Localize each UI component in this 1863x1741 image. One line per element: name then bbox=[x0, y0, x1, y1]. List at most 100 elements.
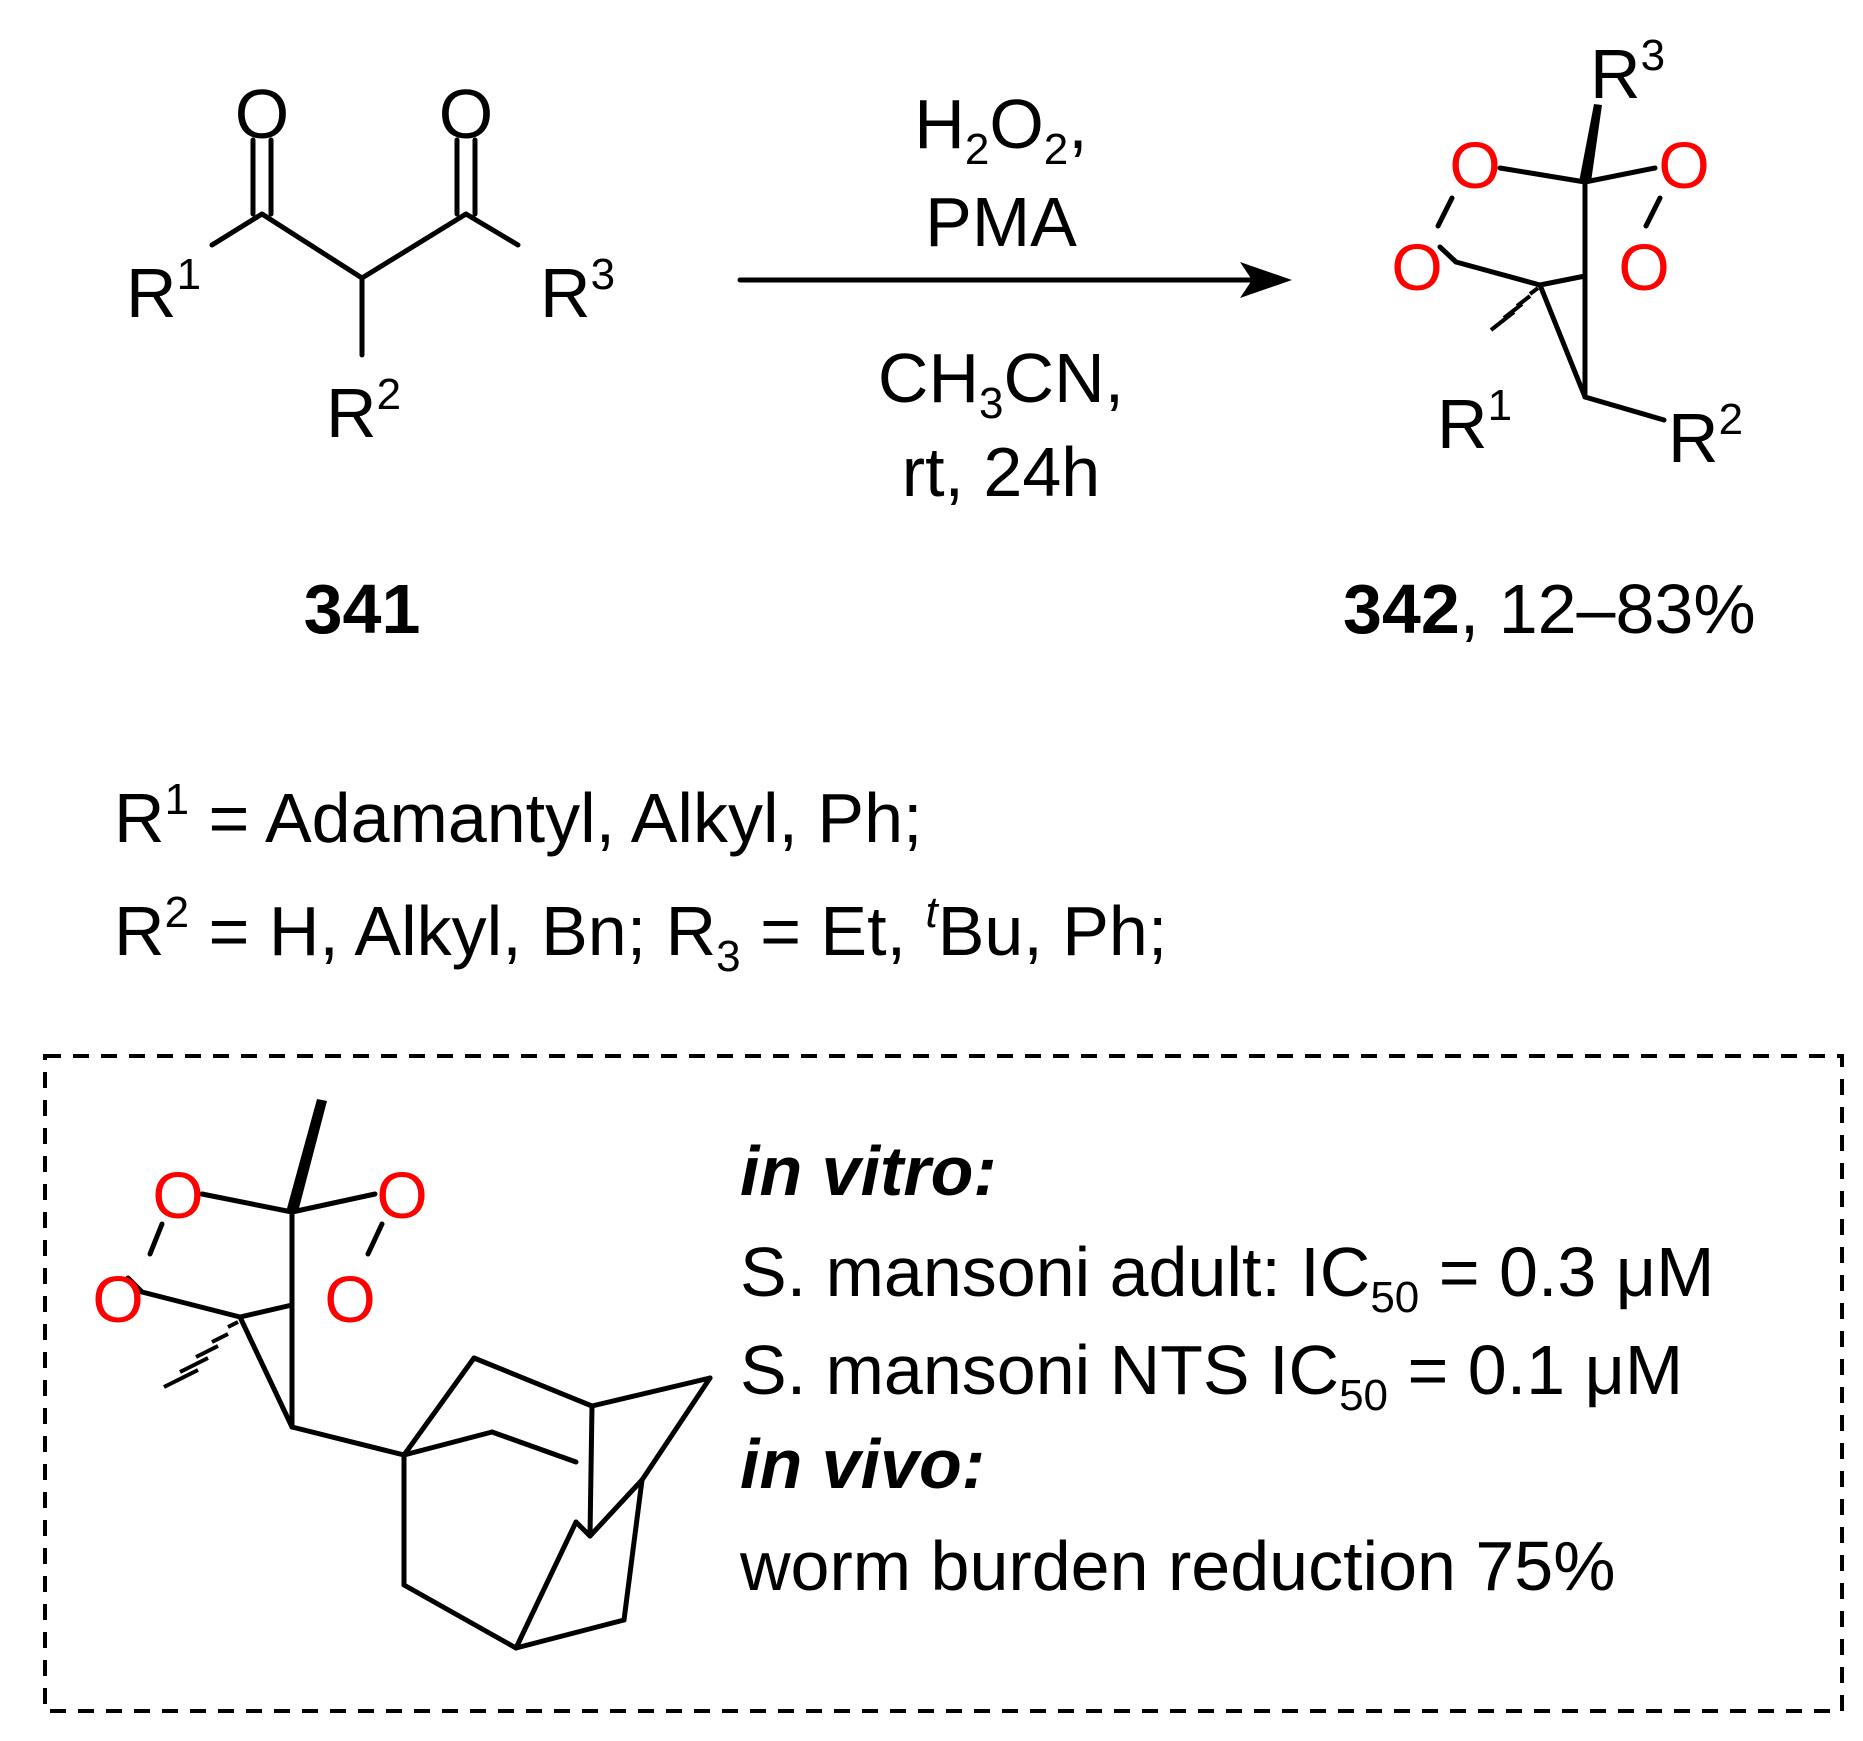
product-yield: , 12–83% bbox=[1460, 570, 1756, 648]
bond bbox=[1582, 165, 1658, 185]
bond bbox=[639, 1375, 713, 1483]
definition-text: Bu, Ph; bbox=[938, 892, 1168, 970]
bond bbox=[1497, 165, 1588, 185]
hash-mark bbox=[211, 1332, 229, 1344]
activity-text: S. mansoni NTS IC bbox=[740, 1331, 1339, 1409]
reactant-r2-label: R2 bbox=[326, 370, 401, 452]
hash-mark bbox=[1489, 310, 1516, 332]
superscript: 1 bbox=[1488, 381, 1512, 430]
arrowhead bbox=[1240, 262, 1292, 298]
bond bbox=[139, 1289, 243, 1320]
activity-box-border bbox=[43, 1054, 1844, 1713]
bond bbox=[125, 1275, 145, 1295]
product-r1-label: R1 bbox=[1437, 381, 1512, 463]
definition-text: = H, Alkyl, Bn; R bbox=[189, 892, 716, 970]
bond bbox=[199, 1191, 295, 1215]
bond bbox=[209, 211, 265, 248]
condition-reagent: H2O2, bbox=[914, 85, 1087, 174]
lead-peroxide-oxygen: O bbox=[152, 1158, 203, 1232]
r-letter: R bbox=[1590, 35, 1641, 113]
bond bbox=[289, 1191, 378, 1215]
bond bbox=[513, 1617, 627, 1651]
bond bbox=[463, 211, 521, 248]
hash-mark bbox=[1528, 286, 1540, 296]
bond bbox=[587, 1477, 645, 1539]
bond bbox=[621, 1477, 645, 1623]
ic50-nts: S. mansoni NTS IC50 = 0.1 μM bbox=[740, 1331, 1683, 1420]
reagent-part: O bbox=[989, 85, 1043, 163]
bond bbox=[365, 1221, 385, 1257]
in-vivo-heading: in vivo: bbox=[740, 1425, 985, 1503]
condition-solvent: CH3CN, bbox=[878, 339, 1124, 428]
bond bbox=[401, 1582, 519, 1651]
product-peroxide-oxygen: O bbox=[1449, 128, 1500, 202]
definition-text: = Adamantyl, Alkyl, Ph; bbox=[189, 779, 922, 857]
superscript: 2 bbox=[377, 370, 401, 419]
activity-value: = 0.1 μM bbox=[1388, 1331, 1683, 1409]
hash-mark bbox=[163, 1368, 199, 1389]
subscript: 2 bbox=[965, 125, 989, 174]
subscript: 3 bbox=[716, 932, 740, 981]
condition-temperature-time: rt, 24h bbox=[902, 433, 1100, 511]
lead-compound-structure bbox=[125, 1099, 713, 1651]
condition-catalyst: PMA bbox=[925, 183, 1077, 261]
r-letter: R bbox=[126, 254, 177, 332]
product-peroxide-oxygen: O bbox=[1618, 230, 1669, 304]
subscript: 2 bbox=[1044, 125, 1068, 174]
reactant-oxygen-right: O bbox=[439, 75, 493, 153]
lead-peroxide-oxygen: O bbox=[376, 1158, 427, 1232]
activity-text: S. mansoni adult: IC bbox=[740, 1233, 1370, 1311]
product-r2-label: R2 bbox=[1668, 395, 1743, 477]
reactant-compound-number: 341 bbox=[304, 570, 421, 648]
bond bbox=[1453, 259, 1543, 288]
wedge-bond bbox=[1579, 104, 1602, 182]
bond bbox=[237, 1314, 295, 1430]
bond bbox=[1582, 394, 1667, 423]
reactant-r1-label: R1 bbox=[126, 250, 201, 332]
reaction-arrow bbox=[737, 262, 1292, 298]
r-letter: R bbox=[1668, 399, 1719, 477]
wedge-bond bbox=[286, 1099, 327, 1212]
superscript: 2 bbox=[1719, 395, 1743, 444]
bond bbox=[147, 1221, 165, 1257]
solvent-part: CN, bbox=[1004, 339, 1125, 417]
bond bbox=[1537, 282, 1588, 400]
product-compound-label: 342, 12–83% bbox=[1343, 570, 1756, 648]
bond bbox=[1643, 195, 1663, 229]
solvent-part: CH bbox=[878, 339, 979, 417]
in-vivo-result: worm burden reduction 75% bbox=[739, 1527, 1615, 1605]
bond bbox=[1537, 273, 1588, 288]
hash-mark bbox=[195, 1344, 219, 1359]
r-letter: R bbox=[326, 374, 377, 452]
definition-text: = Et, bbox=[741, 892, 926, 970]
superscript: 1 bbox=[177, 250, 201, 299]
lead-peroxide-oxygen: O bbox=[92, 1262, 143, 1336]
substituent-definition-r2-r3: R2 = H, Alkyl, Bn; R3 = Et, tBu, Ph; bbox=[114, 888, 1167, 981]
bond bbox=[237, 1302, 295, 1320]
r-letter: R bbox=[114, 892, 165, 970]
bond bbox=[589, 1375, 713, 1409]
product-r3-label: R3 bbox=[1590, 31, 1665, 113]
superscript: 1 bbox=[165, 775, 189, 824]
hashed-bond bbox=[1489, 286, 1540, 332]
hash-mark bbox=[179, 1356, 209, 1374]
superscript: 3 bbox=[591, 250, 615, 299]
hash-mark bbox=[227, 1320, 239, 1329]
lead-peroxide-oxygen: O bbox=[324, 1262, 375, 1336]
bond bbox=[289, 1424, 407, 1458]
bond bbox=[1435, 195, 1455, 229]
bond bbox=[401, 1429, 495, 1458]
bond bbox=[513, 1519, 579, 1651]
reactant-oxygen-left: O bbox=[235, 75, 289, 153]
in-vitro-heading: in vitro: bbox=[740, 1132, 997, 1210]
bond bbox=[489, 1429, 579, 1465]
bond bbox=[573, 1519, 593, 1539]
superscript: 2 bbox=[165, 888, 189, 937]
reactant-341-structure bbox=[209, 137, 521, 358]
product-342-structure bbox=[1435, 104, 1667, 423]
product-compound-number: 342 bbox=[1343, 570, 1460, 648]
hashed-bond bbox=[163, 1320, 239, 1389]
r-letter: R bbox=[114, 779, 165, 857]
reagent-part: H bbox=[914, 85, 965, 163]
